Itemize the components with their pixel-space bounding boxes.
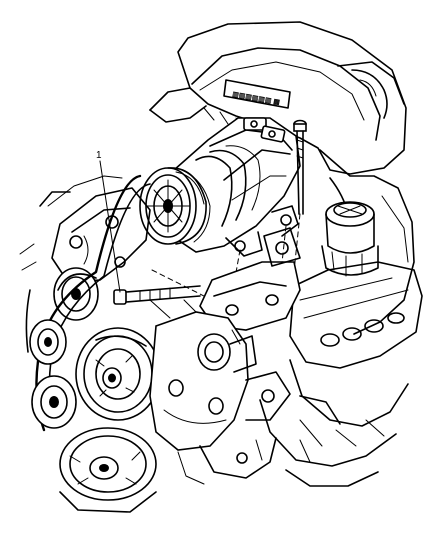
water-pump-pulley-icon [75, 327, 161, 421]
crank-pulley-icon [31, 375, 77, 429]
bracket-bolt-icon [113, 285, 201, 305]
idler-pulley-icon [53, 267, 99, 321]
water-pump-housing [149, 311, 291, 485]
svg-text:▥▥▥▥▥▥ ▦: ▥▥▥▥▥▥ ▦ [232, 91, 281, 106]
engine-detail-lines [19, 243, 341, 463]
callout-1: 1 [96, 150, 121, 293]
harmonic-balancer-icon [59, 427, 157, 513]
callout-label: 1 [96, 150, 102, 161]
ac-compressor-icon [139, 117, 301, 257]
oil-fill-cap-icon [321, 201, 379, 277]
compressor-bracket [199, 227, 301, 331]
tensioner-pulley-icon [29, 319, 67, 365]
drive-belt-tensioner-icon [39, 175, 151, 283]
compressor-mounting-bolt-icon [293, 119, 307, 215]
